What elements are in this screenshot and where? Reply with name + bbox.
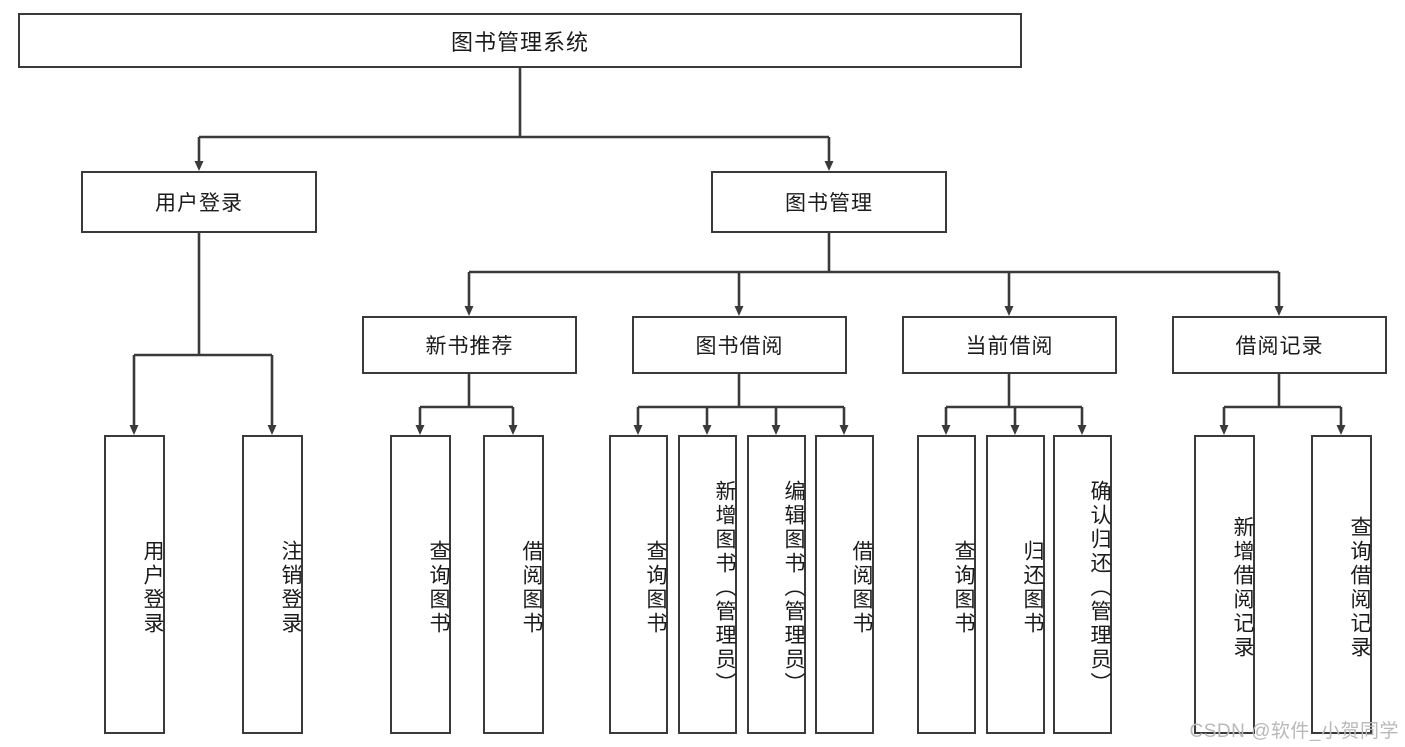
node-leaf-add-book-admin[interactable]: 新增图书（管理员） [678,435,737,734]
node-leaf-borrow-book[interactable]: 借阅图书 [815,435,874,734]
node-label: 查询图书 [952,539,975,636]
watermark-text: CSDN @软件_小贺同学 [1189,721,1399,742]
node-level3-new-book-recommend[interactable]: 新书推荐 [362,316,577,374]
node-label: 新增借阅记录 [1231,515,1254,660]
node-level2-user-login[interactable]: 用户登录 [81,171,317,233]
node-label: 归还图书 [1021,539,1044,636]
node-level3-current-borrow[interactable]: 当前借阅 [902,316,1117,374]
node-label: 图书借阅 [695,335,784,358]
node-level3-borrow-record[interactable]: 借阅记录 [1172,316,1387,374]
node-label: 借阅记录 [1235,335,1324,358]
node-leaf-borrow-book-new[interactable]: 借阅图书 [483,435,544,734]
node-leaf-query-book-borrow[interactable]: 查询图书 [609,435,668,734]
node-label: 用户登录 [155,192,243,215]
node-label: 新增图书（管理员） [713,479,736,696]
node-leaf-edit-book-admin[interactable]: 编辑图书（管理员） [747,435,806,734]
node-label: 图书管理系统 [450,29,589,55]
node-root[interactable]: 图书管理系统 [18,13,1022,68]
node-leaf-user-login[interactable]: 用户登录 [104,435,165,734]
node-leaf-query-borrow-record[interactable]: 查询借阅记录 [1311,435,1372,734]
node-label: 图书管理 [785,192,873,215]
node-leaf-query-book-current[interactable]: 查询图书 [917,435,976,734]
node-label: 新书推荐 [425,335,514,358]
node-leaf-query-book-new[interactable]: 查询图书 [390,435,451,734]
node-label: 确认归还（管理员） [1088,479,1111,696]
node-leaf-confirm-return-admin[interactable]: 确认归还（管理员） [1053,435,1112,734]
node-label: 借阅图书 [520,539,543,636]
node-label: 借阅图书 [850,539,873,636]
node-leaf-logout[interactable]: 注销登录 [242,435,303,734]
node-level2-book-management[interactable]: 图书管理 [711,171,947,233]
node-label: 当前借阅 [965,335,1054,358]
node-label: 查询图书 [427,539,450,636]
node-leaf-add-borrow-record[interactable]: 新增借阅记录 [1194,435,1255,734]
node-level3-book-borrow[interactable]: 图书借阅 [632,316,847,374]
node-label: 注销登录 [279,539,302,636]
node-label: 查询图书 [644,539,667,636]
node-leaf-return-book[interactable]: 归还图书 [986,435,1045,734]
node-label: 用户登录 [141,539,164,636]
node-label: 查询借阅记录 [1348,515,1371,660]
node-label: 编辑图书（管理员） [782,479,805,696]
